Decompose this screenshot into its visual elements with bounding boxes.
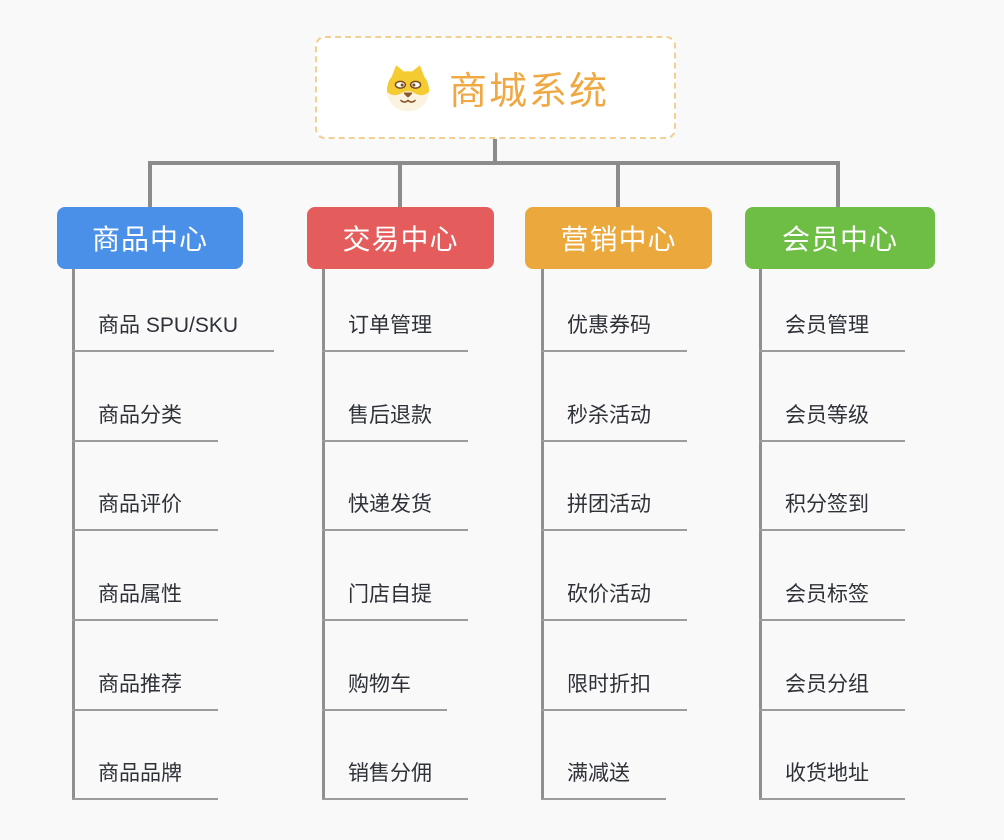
leaf-node[interactable]: 商品推荐 (72, 670, 218, 711)
trunk-line-product (72, 269, 75, 800)
trunk-line-member (759, 269, 762, 800)
leaf-node[interactable]: 商品品牌 (72, 759, 218, 800)
leaf-node[interactable]: 会员等级 (759, 401, 905, 442)
leaf-node[interactable]: 售后退款 (322, 401, 468, 442)
branch-label: 会员中心 (781, 224, 898, 255)
branch-label: 交易中心 (342, 224, 459, 255)
leaf-node[interactable]: 砍价活动 (541, 580, 687, 621)
connector-horizontal (148, 161, 840, 165)
root-title: 商城系统 (448, 71, 609, 113)
leaf-node[interactable]: 拼团活动 (541, 490, 687, 531)
leaf-node[interactable]: 商品分类 (72, 401, 218, 442)
branch-label: 营销中心 (560, 224, 677, 255)
leaf-node[interactable]: 订单管理 (322, 311, 468, 352)
leaf-node[interactable]: 购物车 (322, 670, 447, 711)
trunk-line-marketing (541, 269, 544, 800)
leaf-node[interactable]: 商品 SPU/SKU (72, 311, 275, 352)
dog-face-icon (382, 64, 434, 112)
leaf-node[interactable]: 会员分组 (759, 670, 905, 711)
leaf-node[interactable]: 商品属性 (72, 580, 218, 621)
connector-drop-member (836, 161, 840, 207)
leaf-node[interactable]: 销售分佣 (322, 759, 468, 800)
branch-node-trade-center[interactable]: 交易中心 (307, 207, 494, 269)
leaf-node[interactable]: 优惠券码 (541, 311, 687, 352)
leaf-node[interactable]: 快递发货 (322, 490, 468, 531)
leaf-node[interactable]: 限时折扣 (541, 670, 687, 711)
connector-drop-trade (398, 161, 402, 207)
leaf-node[interactable]: 满减送 (541, 759, 666, 800)
leaf-node[interactable]: 收货地址 (759, 759, 905, 800)
connector-drop-product (148, 161, 152, 207)
connector-root-stub (493, 139, 497, 165)
leaf-node[interactable]: 会员标签 (759, 580, 905, 621)
branch-node-marketing-center[interactable]: 营销中心 (525, 207, 712, 269)
trunk-line-trade (322, 269, 325, 800)
leaf-node[interactable]: 积分签到 (759, 490, 905, 531)
leaf-node[interactable]: 门店自提 (322, 580, 468, 621)
connector-drop-marketing (616, 161, 620, 207)
root-node[interactable]: 商城系统 (315, 36, 676, 139)
leaf-node[interactable]: 秒杀活动 (541, 401, 687, 442)
branch-label: 商品中心 (91, 224, 208, 255)
leaf-node[interactable]: 会员管理 (759, 311, 905, 352)
branch-node-product-center[interactable]: 商品中心 (57, 207, 243, 269)
leaf-node[interactable]: 商品评价 (72, 490, 218, 531)
branch-node-member-center[interactable]: 会员中心 (745, 207, 935, 269)
